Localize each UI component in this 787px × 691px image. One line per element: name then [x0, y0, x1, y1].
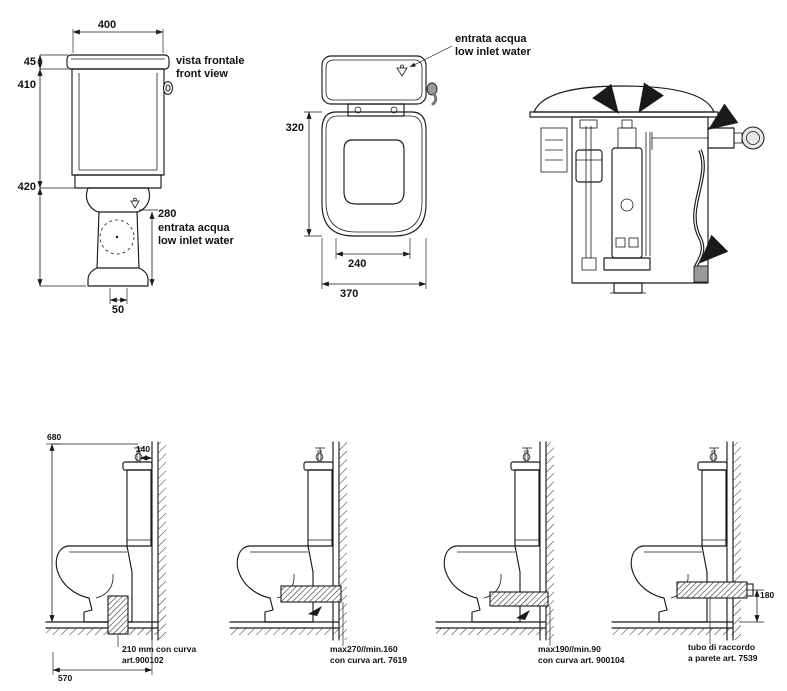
view-title-it: vista frontale — [176, 55, 244, 67]
dim-height-label: 680 — [47, 432, 61, 442]
installation-diagram-1: 680 140 210 mm con curva art.900102 570 — [45, 432, 196, 683]
arrow-icon — [516, 610, 530, 620]
arrow-icon — [638, 82, 664, 114]
dim-outlet-label: 50 — [112, 304, 124, 316]
flow-arrows — [592, 82, 739, 264]
flush-valve — [603, 119, 651, 271]
wall — [726, 441, 741, 641]
inlet-label-it: entrata acqua — [158, 222, 230, 234]
dim-inlet-height-label: 280 — [158, 208, 176, 220]
arrow-icon — [699, 234, 729, 264]
install-note-line1: 210 mm con curva — [122, 644, 196, 654]
drain-dashed-circle — [99, 219, 135, 255]
dim-tank-label: 410 — [18, 79, 36, 91]
wall — [332, 441, 347, 641]
inlet-leader-line — [409, 45, 453, 68]
floor — [435, 621, 547, 635]
push-button-icon — [741, 126, 765, 150]
outlet-pipe-wall — [280, 585, 342, 603]
cistern-lid-curved — [533, 85, 715, 113]
seat-hinge-plate — [347, 103, 405, 117]
wall — [151, 441, 166, 641]
dim-width-label: 370 — [340, 288, 358, 300]
installation-diagram-3: max190//min.90 con curva art. 900104 — [435, 441, 625, 665]
flush-lever-icon — [163, 81, 173, 95]
floor — [229, 621, 340, 635]
installation-diagram-2: max270//min.160 con curva art. 7619 — [229, 441, 407, 665]
top-inlet-label-en: low inlet water — [455, 46, 532, 58]
bowl-front — [85, 187, 151, 213]
dim-outlet-height-label: 180 — [760, 590, 774, 600]
install-note-line2: con curva art. 900104 — [538, 655, 625, 665]
water-inlet-icon — [396, 64, 408, 77]
top-inlet-label-it: entrata acqua — [455, 33, 527, 45]
cistern-mechanism-drawing — [529, 82, 765, 294]
top-view-drawing: entrata acqua low inlet water 320 240 — [286, 33, 532, 300]
install-note-line1: tubo di raccordo — [688, 642, 755, 652]
cistern-base-band — [74, 174, 162, 189]
side-push-button — [651, 126, 765, 150]
outlet-pipe-floor — [107, 595, 129, 635]
install-note-line2: con curva art. 7619 — [330, 655, 407, 665]
instruction-card — [540, 127, 568, 173]
water-inlet-icon — [130, 197, 140, 209]
arrow-icon — [592, 83, 619, 114]
cistern-body-front — [71, 68, 165, 176]
outlet-pipe-wall — [489, 591, 549, 607]
view-title-en: front view — [176, 68, 228, 80]
dim-depth-label: 320 — [286, 122, 304, 134]
seat-opening — [343, 139, 405, 205]
arrow-icon — [708, 103, 739, 130]
dim-width-label: 400 — [98, 19, 116, 31]
floor — [45, 621, 159, 635]
pedestal-base — [87, 267, 149, 287]
dim-lid-label: 45 — [24, 56, 36, 68]
wall-connector — [693, 265, 709, 283]
dim-inlet-offset-label: 140 — [136, 444, 150, 454]
dim-depth-label: 570 — [58, 673, 72, 683]
install-note-line2: art.900102 — [122, 655, 164, 665]
flush-lever-icon — [426, 82, 438, 106]
install-note-line1: max270//min.160 — [330, 644, 398, 654]
wall — [539, 441, 554, 641]
dim-inner-width-label: 240 — [348, 258, 366, 270]
install-note-line2: a parete art. 7539 — [688, 653, 758, 663]
bowl-top-outline — [321, 111, 427, 237]
cistern-top — [321, 55, 427, 105]
dim-bowl-label: 420 — [18, 181, 36, 193]
inlet-label-en: low inlet water — [158, 235, 235, 247]
outlet-connector-pipe — [676, 581, 754, 599]
installation-diagram-4: tubo di raccordo a parete art. 7539 180 — [611, 441, 774, 663]
bottom-outlet — [613, 282, 643, 294]
arrow-icon — [308, 606, 322, 616]
fill-valve — [575, 119, 603, 271]
install-note-line1: max190//min.90 — [538, 644, 601, 654]
front-view-drawing: 400 45 410 420 2 — [18, 19, 245, 316]
cistern-lid-front — [66, 54, 170, 70]
floor — [611, 621, 734, 635]
flexible-inlet-hose — [693, 149, 705, 267]
